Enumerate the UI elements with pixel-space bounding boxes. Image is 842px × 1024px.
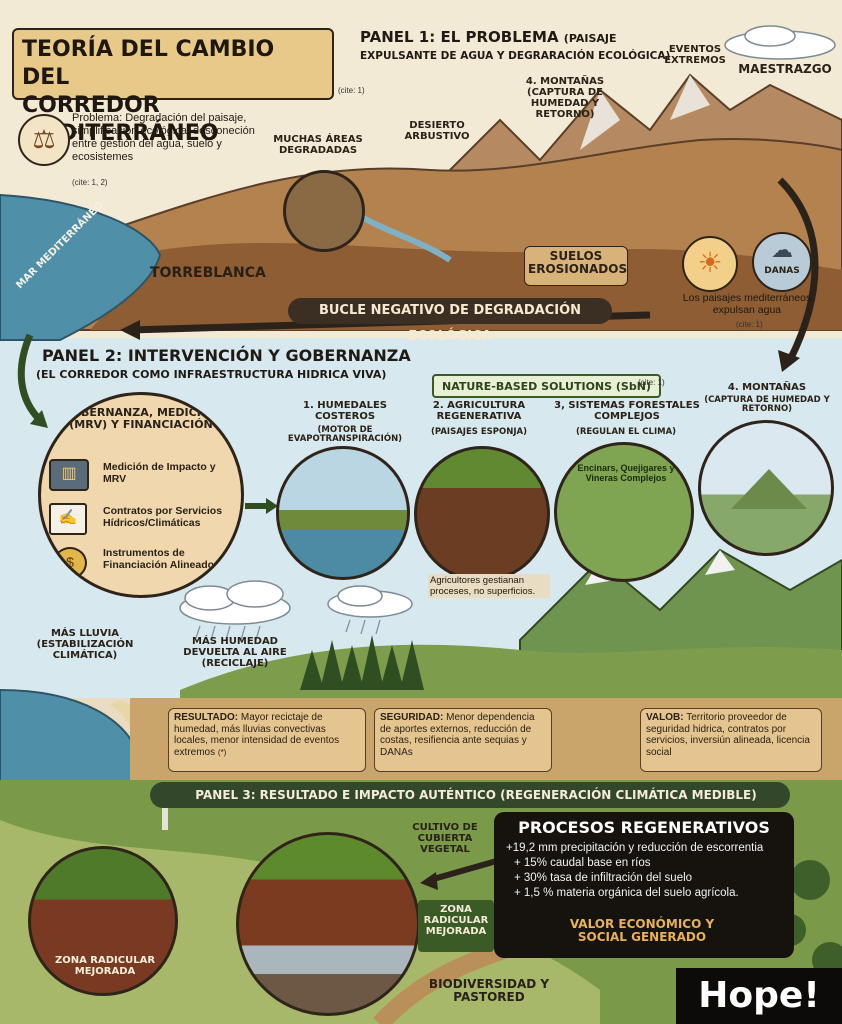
hope-text: Hope! [698,975,820,1016]
valor-generado-label: VALOR ECONÓMICO Y SOCIAL GENERADO [569,917,715,945]
biodiversidad-label: BIODIVERSIDAD Y PASTORED [428,977,550,1005]
cultivo-label: CULTIVO DE CUBIERTA VEGETAL [412,822,478,855]
seguridad-box: SEGURIDAD: Menor dependencia de aportes … [374,708,552,772]
procesos-title: PROCESOS REGENERATIVOS [518,818,770,837]
governance-circle: GOBERNANZA, MEDICIÓN (MRV) Y FINANCIACIÓ… [38,392,244,598]
montanas-p2-sublabel: (CAPTURA DE HUMEDAD Y RETORNO) [704,395,830,415]
title-box: TEORÍA DEL CAMBIO DEL CORREDOR MEDITERRÁ… [12,28,334,146]
title-line1: TEORÍA DEL CAMBIO DEL [22,37,275,90]
procesos-item-0: +19,2 mm precipitación y reducción de es… [506,842,764,854]
mas-humedad-label: MÁS HUMEDAD DEVUELTA AL AIRE (RECICLAJE) [183,636,287,669]
storm-cloud-icon: ☁DANAS [752,232,812,292]
degraded-area-circle [283,170,365,252]
forestales-label: 3, SISTEMAS FORESTALES COMPLEJOS [554,400,700,422]
procesos-box: PROCESOS REGENERATIVOS +19,2 mm precipit… [494,812,794,958]
zona-left-label: ZONA RADICULAR MEJORADA [54,955,156,977]
label-maestrazgo: MAESTRAZGO [738,62,832,76]
chart-icon: ▥ [49,459,89,491]
procesos-item-3: + 1,5 % materia orgánica del suelo agríc… [514,887,739,899]
label-montanas-p1: 4. MONTAÑAS (CAPTURA DE HUMEDAD Y RETORN… [525,76,605,120]
humedales-sublabel: (MOTOR DE EVAPOTRANSPIRACIÓN) [287,425,403,445]
panel1-heading: PANEL 1: EL PROBLEMA (PAISAJE [360,28,617,46]
sun-icon: ☀ [682,236,738,292]
panel1-heading-main: PANEL 1: EL PROBLEMA [360,28,559,46]
resultado-cite: (*) [217,747,227,757]
title-cite: (cite: 1) [338,86,365,95]
soil-circle [236,832,420,1016]
gob-title: GOBERNANZA, MEDICIÓN (MRV) Y FINANCIACIÓ… [62,406,220,432]
montanas-circle [698,420,834,556]
agricultura-sublabel: (PAISAJES ESPONJA) [431,427,527,437]
valor-text: Territorio proveedor de seguridad hidric… [646,712,810,758]
procesos-item-1: + 15% caudal base en ríos [514,857,651,869]
label-suelos-box: SUELOS EROSIONADOS [524,246,628,286]
expulsan-cite: (cite: 1) [736,320,763,329]
forestales-sublabel: (REGULAN EL CLIMA) [575,427,677,437]
resultado-box: RESULTADO: Mayor recictaje de humedad, m… [168,708,366,772]
panel1-heading-small: (PAISAJE [563,32,617,45]
humedales-circle [276,446,410,580]
panel2-subheading: (EL CORREDOR COMO INFRAESTRUCTURA HIDRIC… [36,368,387,381]
valor-box: VALOB: Territorio proveedor de seguridad… [640,708,822,772]
seguridad-text: Menor dependencia de aportes externos, r… [380,712,535,758]
agricultura-circle [414,446,550,582]
problem-text: Problema: Degradación del paisaje, simpl… [72,112,255,163]
valor-label: VALOB: [646,712,684,723]
gob-item-1: Contratos por Servicios Hídricos/Climáti… [103,505,223,529]
mountain-peak [731,469,807,509]
contract-icon: ✍ [49,503,87,535]
expulsan-text: Los paisajes mediterráneos expulsan agua [682,292,812,316]
problem-cite: (cite: 1, 2) [72,178,108,187]
bucle-negativo-bar: BUCLE NEGATIVO DE DEGRADACIÓN ECOLÓGICA [288,298,612,344]
resultado-text: Mayor recictaje de humedad, más lluvias … [174,712,340,758]
montanas-p2-label: 4. MONTAÑAS [727,382,807,393]
panel1-subheading: EXPULSANTE DE AGUA Y DEGRARACIÓN ECOLÓGI… [360,50,671,62]
hope-badge: Hope! [676,968,842,1024]
sdn-text: NATURE-BASED SOLUTIONS (SbN) [442,380,651,393]
zona-mejorada-label: ZONA RADICULAR MEJORADA [423,904,489,937]
reeds [279,510,407,531]
zona-mejorada-box: ZONA RADICULAR MEJORADA [418,900,494,952]
panel2-heading: PANEL 2: INTERVENCIÓN Y GOBERNANZA [42,346,411,365]
forestales-circle: Encinars, Quejigares y Vineras Complejos [554,442,694,582]
procesos-item-2: + 30% tasa de infiltración del suelo [514,872,693,884]
coins-hand-icon: $ [53,547,87,579]
resultado-label: RESULTADO: [174,712,239,723]
label-degraded-areas: MUCHAS ÁREAS DEGRADADAS [273,134,363,156]
encinares-label: Encinars, Quejigares y Vineras Complejos [577,463,675,483]
scales-icon: ⚖ [18,114,70,166]
humedales-label: 1. HUMEDALES COSTEROS [303,400,387,422]
gob-item-2: Instrumentos de Financiación Alineados [103,547,220,571]
sdn-cite: (cite: 1) [638,378,665,387]
label-torreblanca: TORREBLANCA [150,265,266,281]
sdn-badge: NATURE-BASED SOLUTIONS (SbN) [432,374,661,398]
seguridad-label: SEGURIDAD: [380,712,444,723]
panel3-heading: PANEL 3: RESULTADO E IMPACTO AUTÉNTICO (… [195,788,757,802]
label-eventos: EVENTOS EXTREMOS [664,44,726,66]
label-danas: DANAS [764,266,800,276]
agricultores-note: Agricultores gestianan proceses, no supe… [428,574,550,598]
label-desierto: DESIERTO ARBUSTIVO [404,120,470,142]
agricultura-label: 2. AGRICULTURA REGENERATIVA [432,400,526,422]
mas-lluvia-label: MÁS LLUVIA (ESTABILIZACIÓN CLIMÁTICA) [36,628,134,661]
gob-item-0: Medición de Impacto y MRV [103,461,216,485]
label-suelos: SUELOS EROSIONADOS [528,249,628,277]
zona-left-circle: ZONA RADICULAR MEJORADA [28,846,178,996]
